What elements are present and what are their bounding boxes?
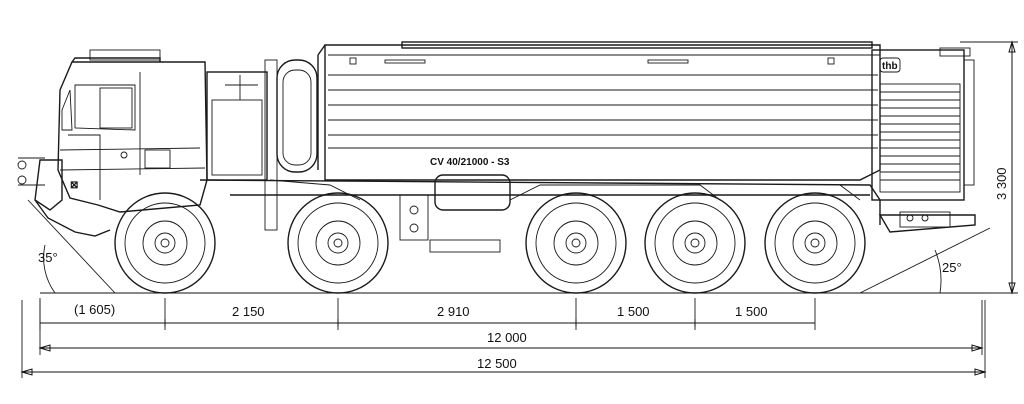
dim-axle-3-4: 1 500 <box>617 304 650 319</box>
departure-angle-marker: 25° <box>859 227 991 294</box>
wheel-axle-3 <box>525 192 627 294</box>
dim-axle-2-3: 2 910 <box>437 304 470 319</box>
dim-axle-1-2: 2 150 <box>232 304 265 319</box>
tank-model-label: CV 40/21000 - S3 <box>430 157 510 168</box>
wheels <box>114 192 866 294</box>
rear-locker: thb <box>871 47 975 201</box>
wheel-axle-2 <box>287 192 389 294</box>
tank-body: CV 40/21000 - S3 <box>317 41 881 181</box>
dim-overall-height: 3 300 <box>994 167 1009 200</box>
front-bumper <box>17 157 111 237</box>
departure-angle-label: 25° <box>942 260 962 275</box>
dimension-lines: (1 605) 2 150 2 910 1 500 1 500 12 000 1… <box>20 40 1018 378</box>
wheel-axle-4 <box>644 192 746 294</box>
svg-text:⊠: ⊠ <box>70 180 78 191</box>
approach-angle-label: 35° <box>38 250 58 265</box>
dim-wheelbase-total: 12 000 <box>487 330 527 345</box>
cab: ⊠ <box>57 49 208 213</box>
logo-text: thb <box>882 61 898 72</box>
chassis-frame <box>199 174 976 253</box>
wheel-axle-5 <box>764 192 866 294</box>
engine-section <box>206 59 318 231</box>
dim-axle-4-5: 1 500 <box>735 304 768 319</box>
approach-angle-marker: 35° <box>27 199 116 294</box>
dim-front-overhang: (1 605) <box>74 302 115 317</box>
dim-overall-length: 12 500 <box>477 356 517 371</box>
